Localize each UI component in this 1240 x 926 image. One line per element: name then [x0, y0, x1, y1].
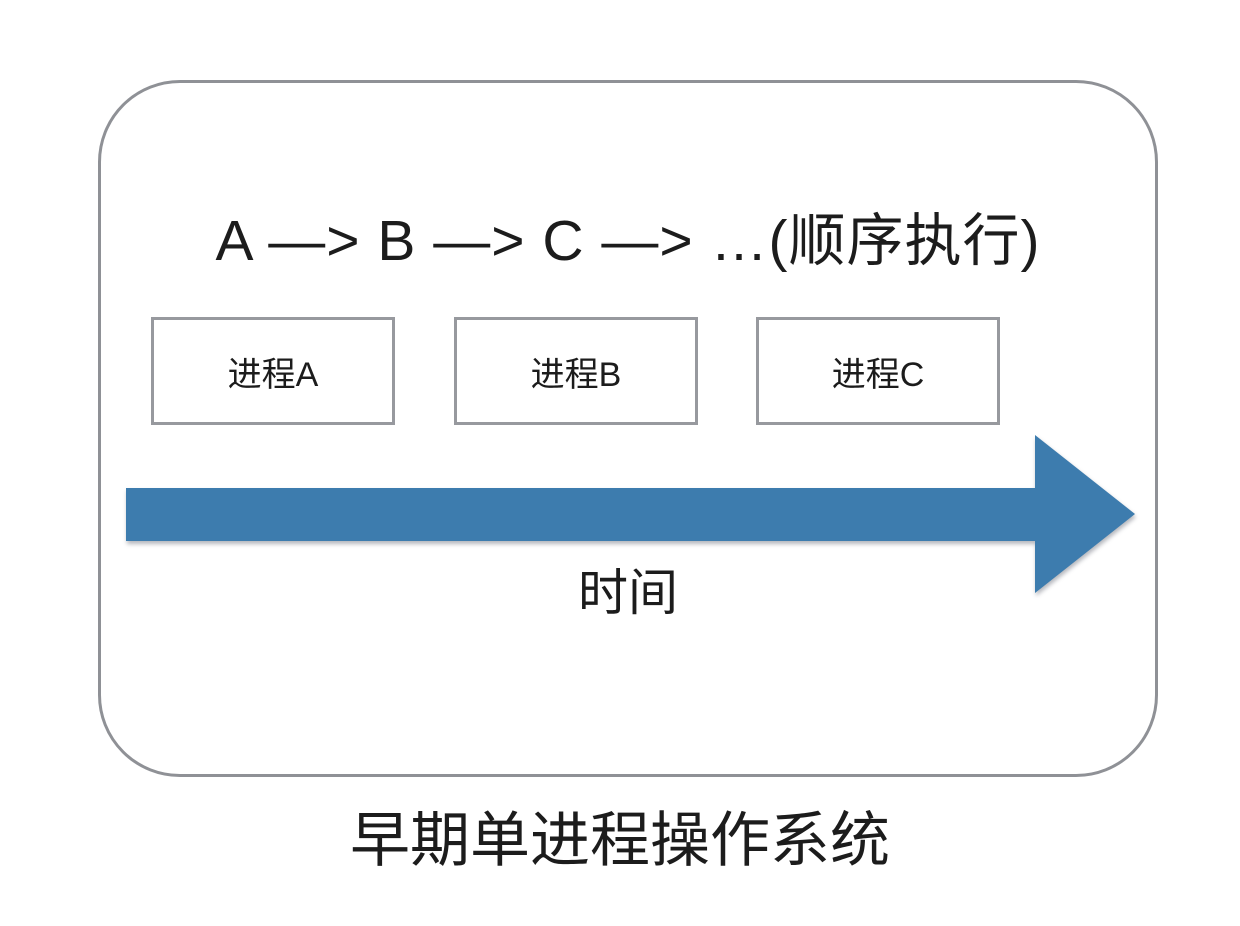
timeline-arrow	[126, 435, 1135, 593]
process-box-b: 进程B	[454, 317, 698, 425]
diagram-caption: 早期单进程操作系统	[350, 807, 890, 874]
timeline-arrow-shape	[126, 435, 1135, 593]
timeline-label: 时间	[578, 565, 678, 621]
sequence-execution-title: A —> B —> C —> …(顺序执行)	[215, 209, 1041, 273]
process-box-a: 进程A	[151, 317, 395, 425]
process-box-b-label: 进程B	[530, 355, 622, 394]
process-box-c: 进程C	[756, 317, 1000, 425]
process-box-a-label: 进程A	[227, 355, 319, 394]
process-box-c-label: 进程C	[831, 355, 925, 394]
single-process-os-frame: A —> B —> C —> …(顺序执行) 进程A 进程B 进程C 时间	[98, 80, 1158, 777]
